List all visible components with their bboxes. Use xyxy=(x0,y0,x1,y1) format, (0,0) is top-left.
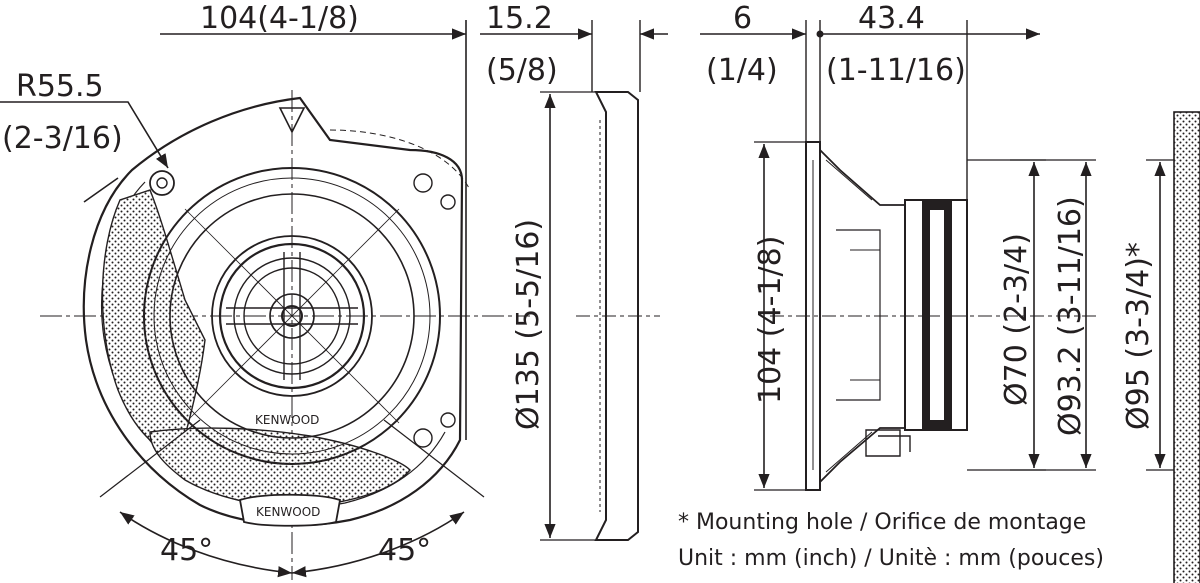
angle-arc-right xyxy=(291,511,465,578)
side-depth-inch-label: (5/8) xyxy=(486,53,558,88)
mounting-panel xyxy=(1173,111,1200,583)
grille-bottom xyxy=(149,427,411,507)
side-depth-label: 15.2 xyxy=(486,1,553,36)
flange-inch-label: (1/4) xyxy=(706,53,778,88)
unit-note: Unit : mm (inch) / Unitè : mm (pouces) xyxy=(678,546,1104,571)
tweeter-center xyxy=(281,305,303,327)
magnet-diameter-label: Ø70 (2-3/4) xyxy=(999,233,1034,406)
angle-arc-left xyxy=(119,511,293,578)
radius-leader xyxy=(0,101,169,169)
front-view xyxy=(0,20,530,580)
woofer-cone-inner xyxy=(169,193,415,439)
mounting-hole-diameter-label: Ø95 (3-3/4)* xyxy=(1121,242,1156,430)
mounting-hole-note: * Mounting hole / Orifice de montage xyxy=(678,510,1087,535)
mounting-hole-bottom-right xyxy=(413,428,433,448)
speaker-terminals xyxy=(865,429,911,457)
angle-left-label: 45° xyxy=(160,533,213,568)
brand-logo-lower: KENWOOD xyxy=(256,505,320,519)
mounting-hole-top-left xyxy=(149,170,175,196)
brand-logo-upper: KENWOOD xyxy=(255,413,319,427)
depth-label: 43.4 xyxy=(858,1,925,36)
angle-right-label: 45° xyxy=(378,533,431,568)
tweeter-ring xyxy=(218,242,366,390)
side-diameter-label: Ø135 (5-5/16) xyxy=(511,219,546,430)
radius-label: R55.5 xyxy=(16,69,104,104)
woofer-cone-outer xyxy=(143,167,441,465)
mounting-hole-right xyxy=(440,194,456,210)
mounting-hole-top-right xyxy=(413,173,433,193)
radius-inch-label: (2-3/16) xyxy=(2,121,123,156)
top-tab xyxy=(278,107,306,134)
flange-label: 6 xyxy=(733,1,752,36)
depth-inch-label: (1-11/16) xyxy=(826,53,966,88)
basket-diameter-label: Ø93.2 (3-11/16) xyxy=(1053,196,1088,436)
front-width-label: 104(4-1/8) xyxy=(200,1,359,36)
side-view xyxy=(480,20,668,541)
grille-left xyxy=(101,189,206,462)
height-label: 104 (4-1/8) xyxy=(753,236,788,404)
profile-view xyxy=(700,20,1200,583)
grille-profile xyxy=(594,91,639,541)
